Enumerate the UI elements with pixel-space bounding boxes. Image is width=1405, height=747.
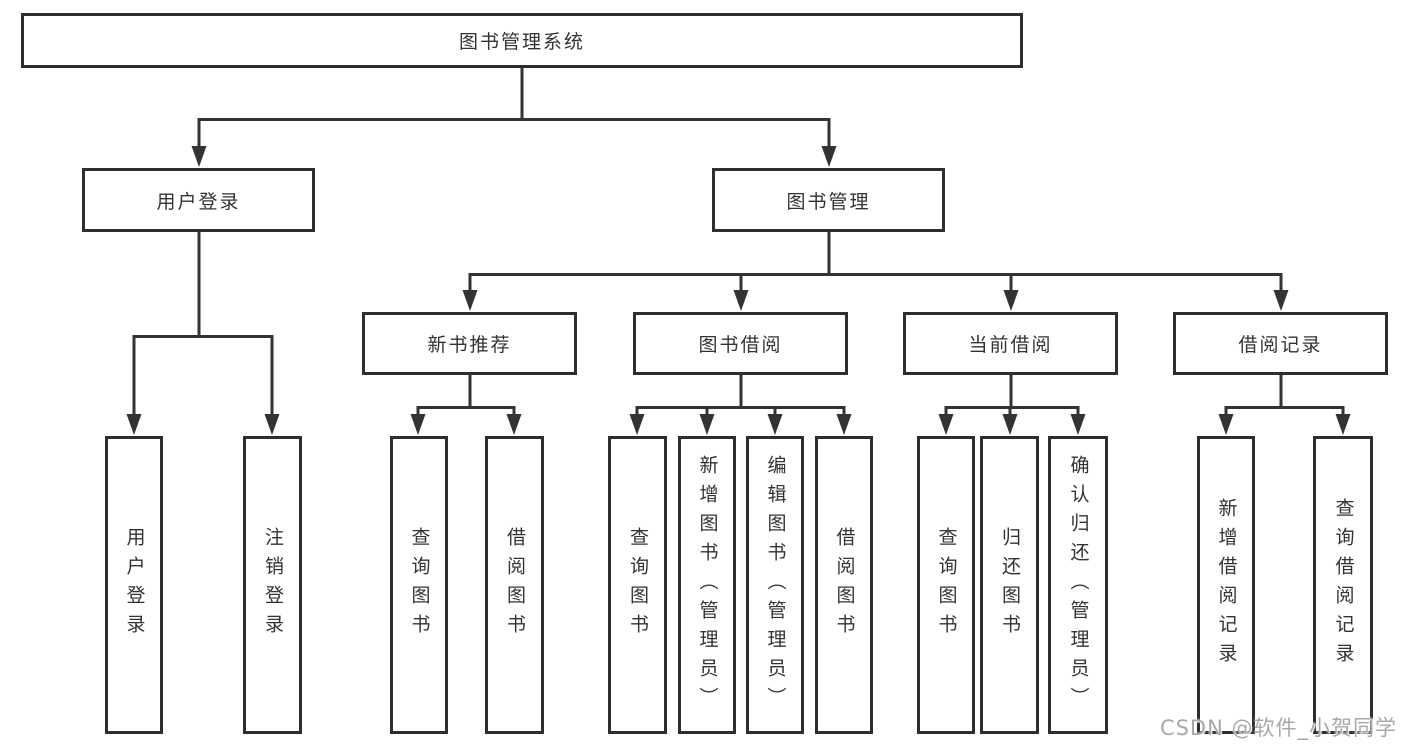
node-book-borrowing: 图书借阅 (633, 312, 848, 375)
leaf-borrow-books-recommend: 借阅图书 (485, 436, 544, 734)
branch-user-login-to-leaves (126, 232, 280, 435)
node-label: 新书推荐 (427, 334, 512, 356)
node-new-book-recommend: 新书推荐 (362, 312, 577, 375)
node-label: 新增图书（管理员） (696, 454, 719, 716)
csdn-watermark: CSDN @软件_小贺同学 (1159, 716, 1397, 740)
leaf-user-login: 用户登录 (105, 436, 163, 734)
node-label: 当前借阅 (968, 334, 1053, 356)
node-label: 查询图书 (626, 527, 649, 643)
branch-borrowing-records-to-leaves (1218, 375, 1351, 435)
leaf-logout-login: 注销登录 (243, 436, 302, 734)
leaf-edit-book-admin: 编辑图书（管理员） (746, 436, 804, 734)
node-user-login: 用户登录 (82, 168, 315, 232)
branch-book-borrowing-to-leaves (629, 375, 852, 435)
node-label: 借阅记录 (1238, 334, 1323, 356)
node-label: 借阅图书 (503, 527, 526, 643)
node-label: 确认归还（管理员） (1067, 454, 1090, 716)
leaf-query-books-current: 查询图书 (917, 436, 975, 734)
leaf-query-books-recommend: 查询图书 (390, 436, 448, 734)
branch-book-management-to-level3 (462, 232, 1289, 311)
leaf-add-borrow-record: 新增借阅记录 (1197, 436, 1255, 734)
branch-current-borrowing-to-leaves (938, 375, 1086, 435)
node-label: 归还图书 (998, 527, 1021, 643)
node-label: 新增借阅记录 (1215, 498, 1238, 672)
node-label: 图书借阅 (698, 334, 783, 356)
node-label: 借阅图书 (833, 527, 856, 643)
node-label: 用户登录 (156, 190, 241, 213)
node-label: 图书管理 (786, 190, 871, 213)
node-current-borrowing: 当前借阅 (903, 312, 1118, 375)
node-book-management: 图书管理 (712, 168, 945, 232)
leaf-query-books-borrowing: 查询图书 (608, 436, 667, 734)
branch-new-book-to-leaves (410, 375, 522, 435)
leaf-confirm-return-admin: 确认归还（管理员） (1048, 436, 1108, 734)
node-label: 查询图书 (935, 527, 958, 643)
node-label: 编辑图书（管理员） (764, 454, 787, 716)
branch-root-to-level2 (191, 68, 837, 167)
node-label: 用户登录 (123, 527, 146, 643)
leaf-borrow-books-borrowing: 借阅图书 (815, 436, 873, 734)
node-root-system: 图书管理系统 (21, 13, 1023, 68)
leaf-query-borrow-record: 查询借阅记录 (1313, 436, 1373, 734)
node-label: 查询借阅记录 (1332, 498, 1355, 672)
leaf-add-book-admin: 新增图书（管理员） (678, 436, 736, 734)
node-label: 查询图书 (408, 527, 431, 643)
leaf-return-books: 归还图书 (980, 436, 1039, 734)
node-label: 注销登录 (261, 527, 284, 643)
node-borrowing-records: 借阅记录 (1173, 312, 1388, 375)
node-label: 图书管理系统 (458, 31, 585, 53)
